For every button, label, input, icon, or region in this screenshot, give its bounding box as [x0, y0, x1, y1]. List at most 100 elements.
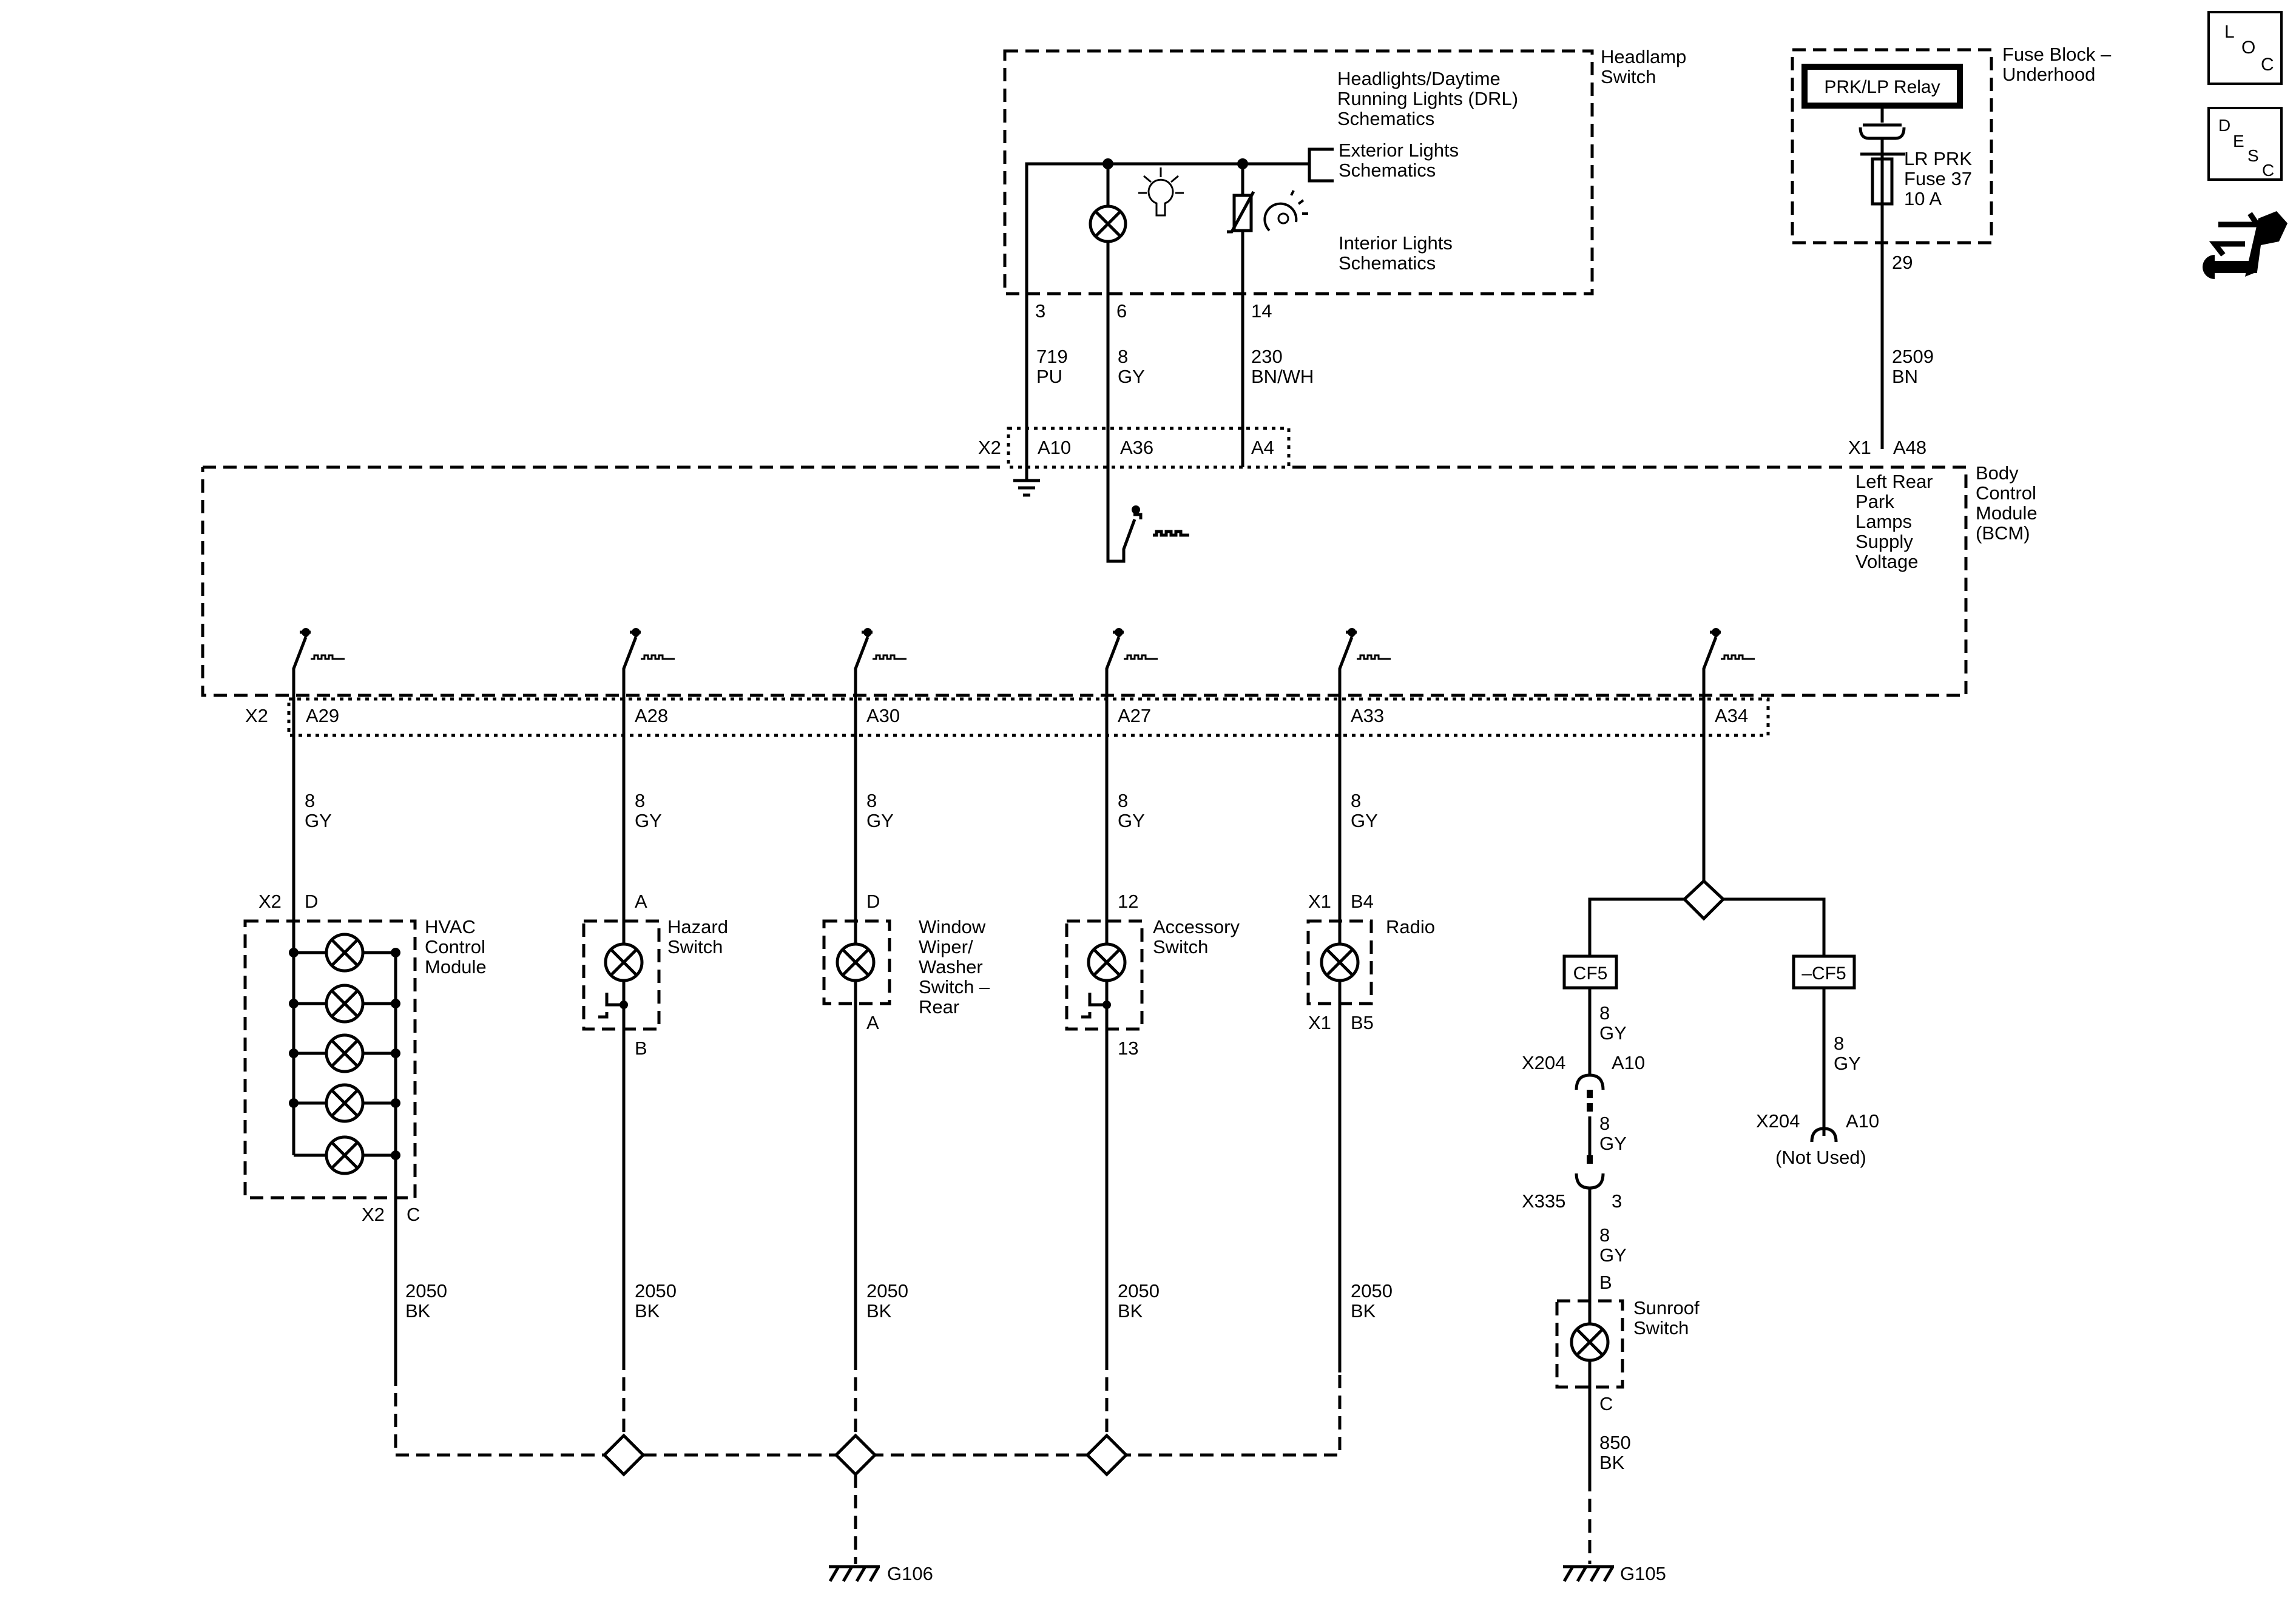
a36-input-switch: [1106, 467, 1189, 563]
hvac-label-3: Module: [425, 956, 487, 977]
switch-a33: [1338, 628, 1391, 698]
wire-wiper-gnd-color: BK: [866, 1300, 892, 1322]
x335-conn: X335: [1522, 1190, 1565, 1212]
radio-conn-top: X1: [1308, 891, 1331, 912]
wire-hvac-gnd-color: BK: [405, 1300, 431, 1322]
conn-x2-top: X2: [978, 437, 1001, 458]
x204-pin-a10-2: A10: [1846, 1110, 1879, 1132]
hazard-switch: Hazard Switch A B: [582, 891, 728, 1059]
wire-ncf5-num: 8: [1834, 1033, 1844, 1054]
switch-a28: [622, 628, 675, 698]
pin-a33: A33: [1351, 705, 1384, 726]
pin-a36: A36: [1120, 437, 1153, 458]
wiper-label-4: Switch –: [919, 976, 990, 998]
ground-g106-label: G106: [887, 1563, 933, 1584]
dimmer-dial-icon: [1263, 190, 1308, 232]
pin-hs-14: 14: [1251, 300, 1272, 322]
accessory-switch: Accessory Switch 12 13: [1065, 891, 1240, 1059]
pin-a27: A27: [1118, 705, 1151, 726]
exterior-ref-2: Schematics: [1339, 160, 1436, 181]
bcm-label-1: Body: [1976, 462, 2019, 484]
x204-unused-connector-icon: [1810, 1127, 1838, 1143]
pin-a10: A10: [1038, 437, 1071, 458]
hvac-conn-top: X2: [258, 891, 282, 912]
wire-radio-gnd-num: 2050: [1351, 1280, 1393, 1301]
relay-label: PRK/LP Relay: [1824, 77, 1940, 97]
pin-hs-3: 3: [1035, 300, 1045, 322]
bcm-label-2: Control: [1976, 482, 2036, 504]
hvac-label-1: HVAC: [425, 916, 476, 937]
radio-pin-b4: B4: [1351, 891, 1374, 912]
wire-x204-color: GY: [1599, 1133, 1627, 1154]
ground-bus-g106: G106: [394, 1357, 1342, 1584]
wire-2509-num: 2509: [1892, 346, 1934, 367]
pin-fb-29: 29: [1892, 252, 1913, 273]
sunroof-branch: CF5 –CF5 8 GY X204 A10 8 GY X335 3 8 GY …: [1522, 879, 1879, 1301]
tools-icon[interactable]: [2203, 211, 2288, 279]
pin-a34: A34: [1715, 705, 1748, 726]
ground-g105-icon: [1562, 1565, 1615, 1582]
accessory-pin-12: 12: [1118, 891, 1138, 912]
hazard-label-2: Switch: [667, 936, 723, 957]
x204-connector-icon: [1575, 1073, 1605, 1090]
wire-a30-num: 8: [866, 790, 877, 811]
hvac-conn-bottom: X2: [362, 1204, 385, 1225]
fuse-block-label-1: Fuse Block –: [2002, 44, 2112, 65]
bcm-label-3: Module: [1976, 502, 2038, 524]
accessory-label-1: Accessory: [1153, 916, 1240, 937]
svg-text:E: E: [2233, 132, 2244, 150]
wire-hazard-gnd-num: 2050: [635, 1280, 677, 1301]
wiper-pin-d: D: [866, 891, 880, 912]
sunroof-label-1: Sunroof: [1633, 1297, 1700, 1318]
switch-a34: [1702, 628, 1755, 698]
hazard-label-1: Hazard: [667, 916, 728, 937]
wire-sunroof-gnd-color: BK: [1599, 1452, 1625, 1473]
fuse-label-1: LR PRK: [1904, 148, 1972, 169]
wire-a33-color: GY: [1351, 810, 1378, 831]
wire-719-num: 719: [1036, 346, 1068, 367]
x204-conn-1: X204: [1522, 1052, 1565, 1073]
hazard-lamp-icon: [604, 942, 644, 982]
wire-230-num: 230: [1251, 346, 1283, 367]
wire-a28-color: GY: [635, 810, 662, 831]
hvac-lamp-4-icon: [325, 1083, 365, 1123]
accessory-pin-13: 13: [1118, 1038, 1138, 1059]
hazard-pin-a: A: [635, 891, 647, 912]
not-used-label: (Not Used): [1775, 1147, 1866, 1168]
conn-x1: X1: [1848, 437, 1871, 458]
option-cf5: [1562, 954, 1618, 990]
hvac-control-module: HVAC Control Module X2 D X2 C: [243, 891, 487, 1298]
hvac-label-2: Control: [425, 936, 485, 957]
pin-a29: A29: [306, 705, 339, 726]
wire-a28-num: 8: [635, 790, 645, 811]
headlamp-switch-label-1: Headlamp: [1601, 46, 1686, 67]
wire-cf5-color: GY: [1599, 1022, 1627, 1044]
wire-cf5-num: 8: [1599, 1002, 1610, 1024]
bcm-output-switches: [292, 628, 1755, 698]
switch-a29: [292, 628, 345, 698]
wire-a29-color: GY: [305, 810, 332, 831]
hvac-lamp-2-icon: [325, 984, 365, 1024]
sunroof-switch: B Sunroof Switch C 850 BK G105: [1555, 1272, 1700, 1584]
pin-a4: A4: [1251, 437, 1274, 458]
wire-a27-num: 8: [1118, 790, 1128, 811]
ground-g105-label: G105: [1620, 1563, 1666, 1584]
desc-icon[interactable]: D E S C: [2207, 107, 2283, 181]
hvac-pin-d: D: [305, 891, 318, 912]
wire-a29-num: 8: [305, 790, 315, 811]
bcm-pin-desc-3: Lamps: [1855, 511, 1912, 532]
headlights-ref-2: Running Lights (DRL): [1337, 88, 1518, 109]
loc-icon[interactable]: L O C: [2207, 11, 2283, 85]
sunroof-pin-c: C: [1599, 1393, 1613, 1414]
wire-8gy-num: 8: [1118, 346, 1128, 367]
exterior-ref-1: Exterior Lights: [1339, 140, 1459, 161]
wire-719-color: PU: [1036, 366, 1062, 387]
wire-a27-color: GY: [1118, 810, 1145, 831]
bcm-label-4: (BCM): [1976, 522, 2030, 544]
bcm-pin-desc-2: Park: [1855, 491, 1894, 512]
sunroof-label-2: Switch: [1633, 1317, 1689, 1338]
svg-text:L: L: [2224, 22, 2235, 42]
wire-hvac-gnd-num: 2050: [405, 1280, 447, 1301]
radio-conn-bottom: X1: [1308, 1012, 1331, 1033]
